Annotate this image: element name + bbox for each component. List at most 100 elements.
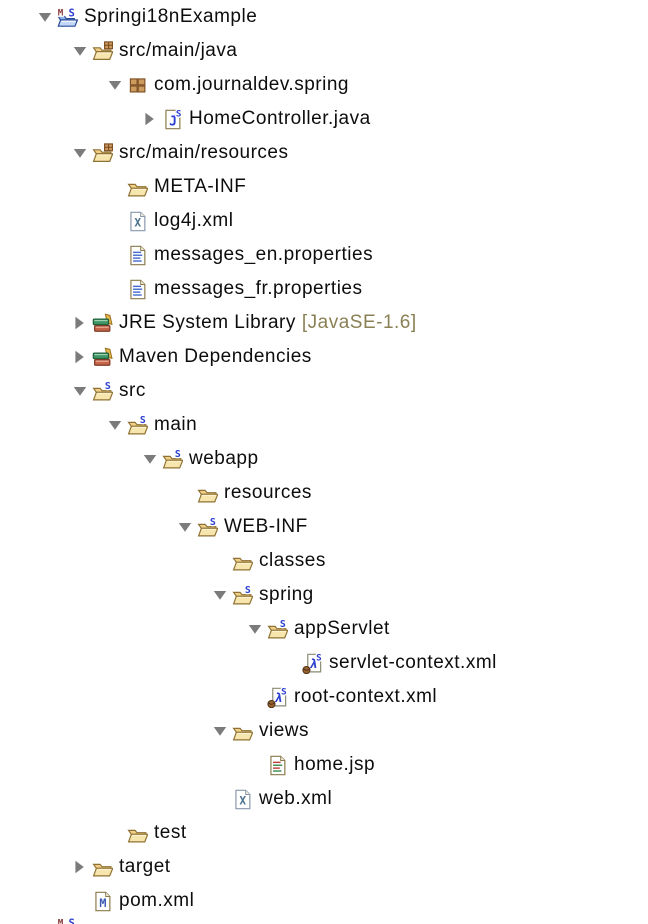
expanded-arrow-icon[interactable] — [213, 723, 231, 739]
svg-text:S: S — [176, 109, 182, 120]
tree-row[interactable]: Maven Dependencies — [0, 340, 648, 374]
tree-item-label: servlet-context.xml — [329, 652, 497, 673]
expanded-arrow-icon[interactable] — [143, 451, 161, 467]
tree-row[interactable]: JRE System Library [JavaSE-1.6] — [0, 306, 648, 340]
tree-row[interactable]: src/main/resources — [0, 136, 648, 170]
expanded-arrow-icon[interactable] — [73, 145, 91, 161]
tree-row[interactable]: views — [0, 714, 648, 748]
expanded-arrow-icon[interactable] — [108, 417, 126, 433]
svg-text:X: X — [134, 216, 141, 229]
maven-spring-project-icon: M S — [56, 918, 79, 924]
spring-folder-icon: S — [126, 415, 149, 436]
library-icon — [91, 347, 114, 368]
tree-row[interactable]: home.jsp — [0, 748, 648, 782]
xml-file-icon: X — [231, 789, 254, 810]
collapsed-arrow-icon[interactable] — [143, 111, 161, 127]
tree-row[interactable]: messages_en.properties — [0, 238, 648, 272]
tree-item-label: Springi18nExample — [84, 6, 258, 27]
folder-icon — [196, 483, 219, 504]
tree-item-label: JRE System Library — [119, 312, 296, 333]
tree-item-label: messages_fr.properties — [154, 278, 363, 299]
spring-folder-icon: S — [196, 517, 219, 538]
tree-row[interactable]: M pom.xml — [0, 884, 648, 918]
expander-slot — [38, 918, 56, 924]
tree-row[interactable]: META-INF — [0, 170, 648, 204]
tree-row[interactable]: X log4j.xml — [0, 204, 648, 238]
tree-row[interactable]: target — [0, 850, 648, 884]
tree-row[interactable]: S webapp — [0, 442, 648, 476]
collapsed-arrow-icon[interactable] — [73, 859, 91, 875]
expanded-arrow-icon[interactable] — [38, 9, 56, 25]
tree-row[interactable]: S main — [0, 408, 648, 442]
svg-text:S: S — [281, 687, 287, 697]
expanded-arrow-icon[interactable] — [178, 519, 196, 535]
tree-row[interactable]: X web.xml — [0, 782, 648, 816]
svg-text:J: J — [169, 114, 177, 129]
tree-item-label: Maven Dependencies — [119, 346, 312, 367]
tree-item-suffix: [JavaSE-1.6] — [301, 312, 417, 333]
svg-text:S: S — [175, 449, 181, 460]
jsp-file-icon — [266, 755, 289, 776]
tree-row[interactable]: test — [0, 816, 648, 850]
expander-slot — [108, 247, 126, 263]
tree-row[interactable]: resources — [0, 476, 648, 510]
expander-slot — [73, 893, 91, 909]
svg-text:S: S — [210, 517, 216, 528]
tree-item-label: home.jsp — [294, 754, 376, 775]
svg-text:S: S — [316, 653, 322, 663]
expanded-arrow-icon[interactable] — [213, 587, 231, 603]
expanded-arrow-icon[interactable] — [73, 43, 91, 59]
spring-folder-icon: S — [91, 381, 114, 402]
svg-text:λ: λ — [274, 690, 282, 705]
tree-row[interactable]: λ S root-context.xml — [0, 680, 648, 714]
expanded-arrow-icon[interactable] — [108, 77, 126, 93]
expander-slot — [108, 179, 126, 195]
tree-row[interactable]: messages_fr.properties — [0, 272, 648, 306]
tree-item-label: appServlet — [294, 618, 390, 639]
svg-text:X: X — [239, 794, 246, 807]
expanded-arrow-icon[interactable] — [73, 383, 91, 399]
tree-item-label: resources — [224, 482, 312, 503]
properties-file-icon — [126, 279, 149, 300]
tree-row[interactable]: S spring — [0, 578, 648, 612]
expander-slot — [213, 791, 231, 807]
tree-item-label: src/main/java — [119, 40, 238, 61]
svg-text:M: M — [99, 896, 106, 910]
tree-row[interactable]: S src — [0, 374, 648, 408]
tree-row[interactable]: S WEB-INF — [0, 510, 648, 544]
expanded-arrow-icon[interactable] — [248, 621, 266, 637]
tree-item-label: web.xml — [259, 788, 333, 809]
xml-file-icon: X — [126, 211, 149, 232]
tree-row[interactable]: M S Springi18nExample — [0, 0, 648, 34]
tree-item-label: pom.xml — [119, 890, 195, 911]
tree-item-label: classes — [259, 550, 326, 571]
expander-slot — [108, 213, 126, 229]
spring-beans-config-file-icon: λ S — [266, 687, 289, 708]
expander-slot — [283, 655, 301, 671]
maven-pom-file-icon: M — [91, 891, 114, 912]
java-source-folder-icon — [91, 142, 114, 164]
tree-item-label: src/main/resources — [119, 142, 289, 163]
svg-text:S: S — [280, 619, 286, 630]
tree-item-label: root-context.xml — [294, 686, 438, 707]
tree-row[interactable]: M S — [0, 918, 648, 924]
expander-slot — [248, 757, 266, 773]
java-package-icon — [126, 75, 149, 96]
svg-text:λ: λ — [309, 656, 317, 671]
tree-row[interactable]: src/main/java — [0, 34, 648, 68]
expander-slot — [248, 689, 266, 705]
tree-row[interactable]: classes — [0, 544, 648, 578]
folder-icon — [91, 857, 114, 878]
folder-icon — [231, 721, 254, 742]
svg-text:S: S — [140, 415, 146, 426]
tree-row[interactable]: S appServlet — [0, 612, 648, 646]
collapsed-arrow-icon[interactable] — [73, 315, 91, 331]
spring-folder-icon: S — [231, 585, 254, 606]
tree-row[interactable]: λ S servlet-context.xml — [0, 646, 648, 680]
collapsed-arrow-icon[interactable] — [73, 349, 91, 365]
tree-row[interactable]: com.journaldev.spring — [0, 68, 648, 102]
java-source-folder-icon — [91, 40, 114, 62]
